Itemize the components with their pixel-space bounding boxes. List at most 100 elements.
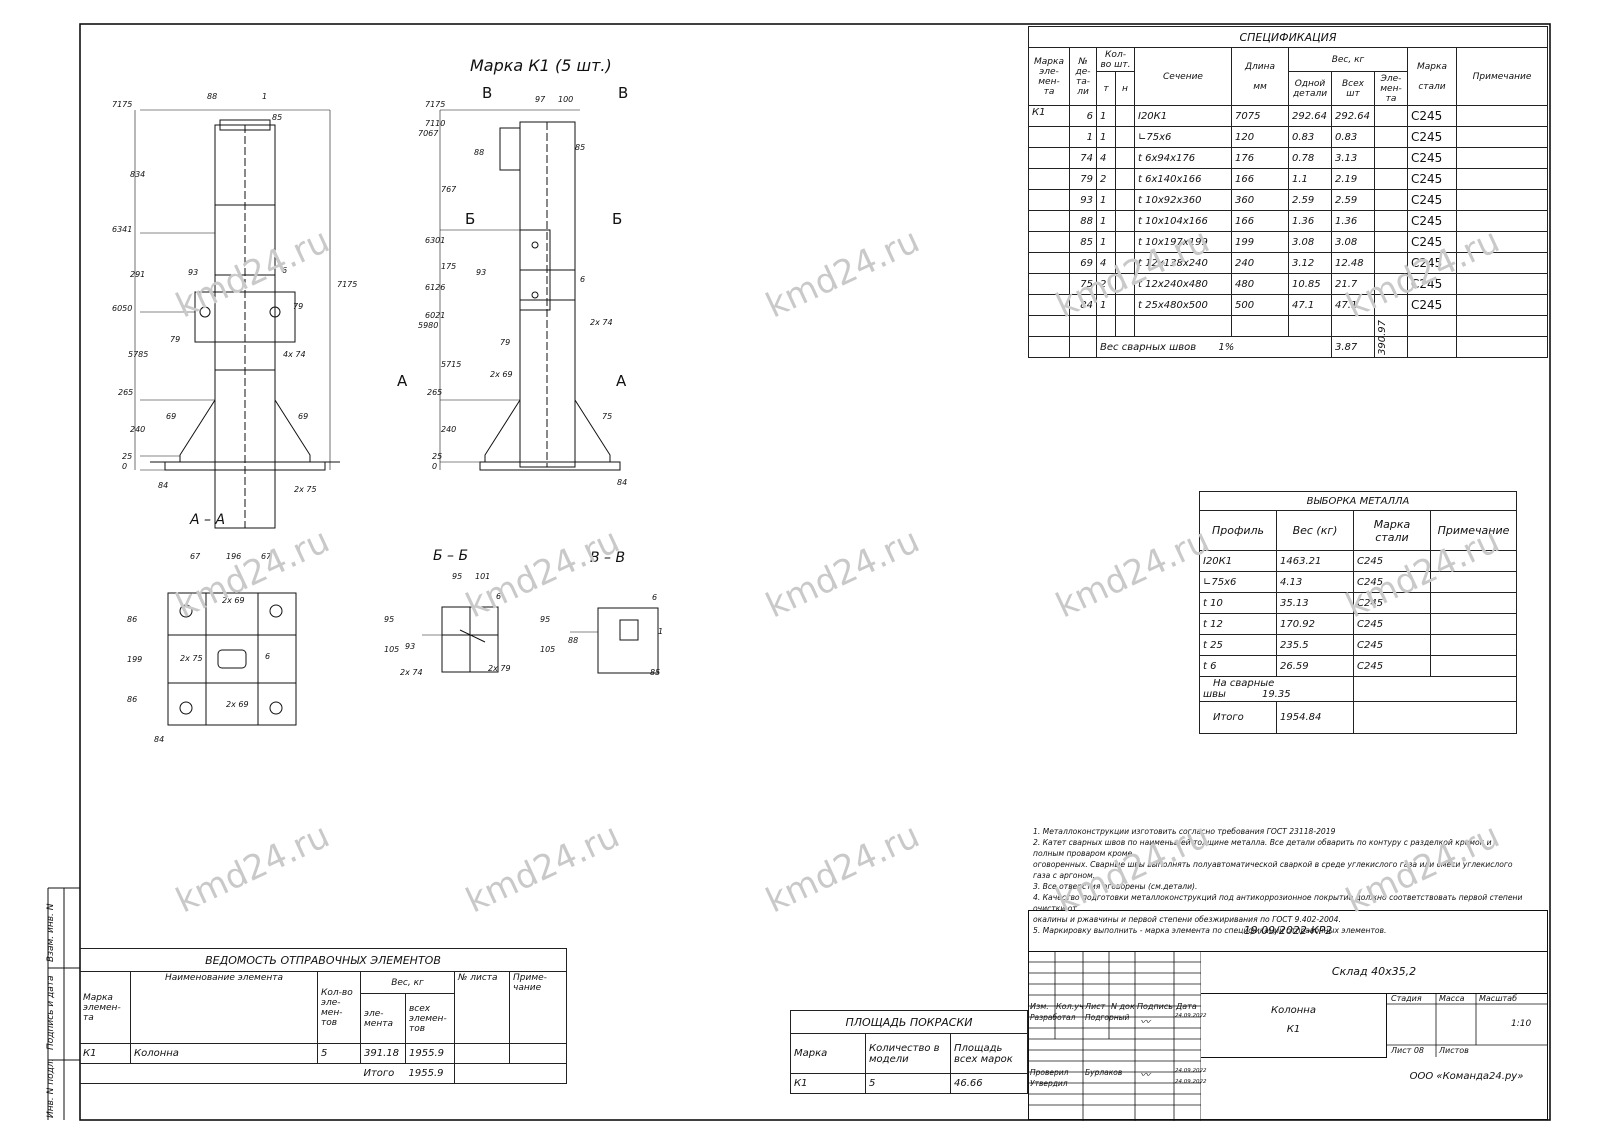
section-vv-title: В – В xyxy=(590,550,626,566)
metal-h-steel: Марка стали xyxy=(1353,510,1431,551)
spec-h-w-one: Одной детали xyxy=(1288,71,1332,106)
spec-part-no: 93 xyxy=(1069,189,1097,211)
spec-section: t 25х480х500 xyxy=(1134,294,1232,316)
spec-note xyxy=(1456,231,1548,253)
spec-note xyxy=(1456,105,1548,127)
spec-qty-t: 1 xyxy=(1096,210,1116,232)
paint-mark: К1 xyxy=(790,1073,866,1094)
stamp-stage-grid xyxy=(1386,993,1547,1057)
spec-part-no: 75 xyxy=(1069,273,1097,295)
paint-h-qty: Количество в модели xyxy=(865,1033,951,1074)
section-bb-title: Б – Б xyxy=(433,548,469,564)
metal-h-profile: Профиль xyxy=(1199,510,1277,551)
vv-callout-1: 1 xyxy=(658,627,664,636)
side-elev-7067: 7067 xyxy=(418,129,439,138)
spec-qty-n xyxy=(1115,252,1135,274)
aa-dim-67-left: 67 xyxy=(190,552,201,561)
spec-w-one: 2.59 xyxy=(1288,189,1332,211)
bb-callout-2x79: 2х 79 xyxy=(488,664,511,673)
side-callout-88: 88 xyxy=(474,148,485,157)
stamp-role-checker: Проверил xyxy=(1030,1068,1069,1077)
stamp-sheets: Листов xyxy=(1439,1046,1469,1055)
spec-w-all: 2.59 xyxy=(1331,189,1375,211)
stamp-name-developer: Подгорный xyxy=(1085,1013,1130,1022)
aa-dim-199: 199 xyxy=(127,655,143,664)
side-view xyxy=(439,109,621,471)
spec-w-elem xyxy=(1374,126,1408,148)
aa-dim-196: 196 xyxy=(226,552,242,561)
spec-w-one: 47.1 xyxy=(1288,294,1332,316)
section-aa-title: А – А xyxy=(190,512,226,528)
stamp-grid xyxy=(1029,951,1201,1121)
spec-length: 166 xyxy=(1231,210,1289,232)
stamp-mass: Масса xyxy=(1439,994,1465,1003)
ship-total: 1955.9 xyxy=(405,1063,455,1084)
shipping-table: ВЕДОМОСТЬ ОТПРАВОЧНЫХ ЭЛЕМЕНТОВ Марка эл… xyxy=(80,948,567,1084)
spec-qty-n xyxy=(1115,210,1135,232)
metal-weight: 35.13 xyxy=(1276,592,1354,614)
front-elev-265: 265 xyxy=(118,388,134,397)
spec-w-elem xyxy=(1374,147,1408,169)
vv-callout-88: 88 xyxy=(568,636,579,645)
spec-mark: К1 xyxy=(1028,105,1070,127)
spec-qty-n xyxy=(1115,231,1135,253)
side-elev-7175: 7175 xyxy=(425,100,446,109)
ship-h-name: Наименование элемента xyxy=(130,971,318,1044)
spec-section: t 6х94х176 xyxy=(1134,147,1232,169)
vv-callout-85: 85 xyxy=(650,668,661,677)
side-dim-767: 767 xyxy=(441,185,457,194)
ship-h-qty: Кол-во эле- мен- тов xyxy=(317,971,361,1044)
spec-section: t 10х92х360 xyxy=(1134,189,1232,211)
spec-note xyxy=(1456,147,1548,169)
spec-length: 500 xyxy=(1231,294,1289,316)
side-stamp-signature: Подпись и дата xyxy=(46,975,56,1050)
side-dim-100: 100 xyxy=(558,95,574,104)
stamp-col-podpis: Подпись xyxy=(1137,1002,1173,1011)
metal-profile: t 6 xyxy=(1199,655,1277,677)
front-elev-top: 7175 xyxy=(112,100,133,109)
spec-mark xyxy=(1028,294,1070,316)
stamp-scale-value: 1:10 xyxy=(1511,1019,1532,1029)
spec-qty-t: 1 xyxy=(1096,189,1116,211)
spec-element-weight-cell: 390.97 xyxy=(1374,320,1408,358)
ship-row: К1 Колонна 5 391.18 1955.9 xyxy=(80,1043,567,1064)
spec-w-one: 0.78 xyxy=(1288,147,1332,169)
side-elev-0: 0 xyxy=(432,462,438,471)
spec-w-one: 3.12 xyxy=(1288,252,1332,274)
stamp-col-ndok: N док xyxy=(1111,1002,1135,1011)
spec-h-weight: Вес, кг xyxy=(1288,47,1408,72)
spec-qty-n xyxy=(1115,189,1135,211)
side-dim-5715: 5715 xyxy=(441,360,462,369)
metal-table: ВЫБОРКА МЕТАЛЛА Профиль Вес (кг) Марка с… xyxy=(1199,491,1517,734)
callout-69-right: 69 xyxy=(298,412,309,421)
bb-callout-6: 6 xyxy=(496,592,502,601)
ship-h-w-one: эле- мента xyxy=(360,993,406,1044)
callout-79-right: 79 xyxy=(293,302,304,311)
aa-callout-84: 84 xyxy=(154,735,165,744)
front-elev-25: 25 xyxy=(122,452,133,461)
aa-callout-2x75: 2х 75 xyxy=(180,654,203,663)
spec-part-no: 74 xyxy=(1069,147,1097,169)
section-aa xyxy=(167,592,297,726)
stamp-date-approver: 24.09.2022 xyxy=(1175,1079,1207,1085)
ship-h-note: Приме- чание xyxy=(509,971,567,1044)
ship-qty: 5 xyxy=(317,1043,361,1064)
spec-length: 199 xyxy=(1231,231,1289,253)
spec-w-all: 3.13 xyxy=(1331,147,1375,169)
spec-section: ∟75х6 xyxy=(1134,126,1232,148)
front-view xyxy=(134,109,340,529)
spec-w-all: 47.1 xyxy=(1331,294,1375,316)
paint-area: 46.66 xyxy=(950,1073,1028,1094)
spec-w-all: 292.64 xyxy=(1331,105,1375,127)
side-elev-6301: 6301 xyxy=(425,236,446,245)
stamp-project: Склад 40х35,2 xyxy=(1201,951,1547,994)
spec-steel: С245 xyxy=(1407,105,1457,127)
